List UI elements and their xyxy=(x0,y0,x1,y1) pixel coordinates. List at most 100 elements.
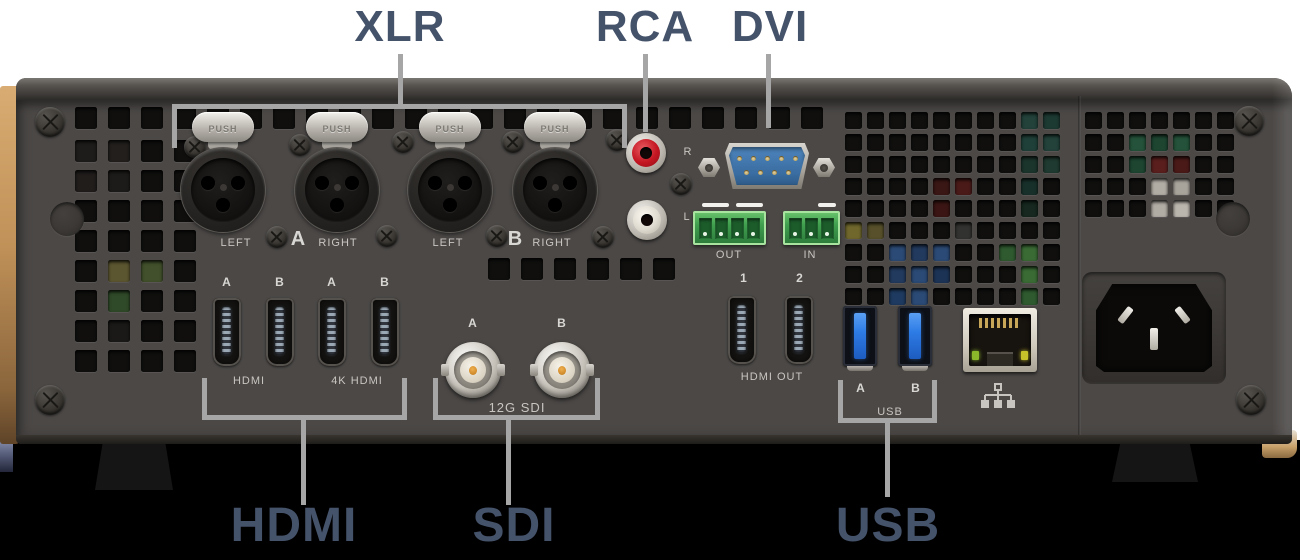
hdmi-in-port-a1 xyxy=(213,298,241,366)
xlr-pin-hole xyxy=(458,176,472,190)
terminal-pin xyxy=(699,218,712,239)
screw xyxy=(1234,106,1264,136)
push-latch: PUSH xyxy=(306,112,368,142)
vent-row-top xyxy=(75,107,691,129)
vent-hole xyxy=(889,178,906,195)
vent-hole xyxy=(174,320,196,342)
panel-seam xyxy=(1078,96,1081,436)
db9-connector-face xyxy=(729,147,805,185)
vent-hole xyxy=(108,230,130,252)
latch-tab xyxy=(208,140,238,150)
ethernet-socket xyxy=(969,314,1031,366)
xlr-pin-hole xyxy=(201,176,215,190)
vent-hole xyxy=(977,266,994,283)
callout-line-usb-stem xyxy=(885,418,890,497)
vent-hole xyxy=(1043,244,1060,261)
vent-hole xyxy=(75,170,97,192)
xlr-body xyxy=(408,148,492,232)
vent-hole xyxy=(845,288,862,305)
callout-line-hdmi-tick-r xyxy=(402,378,407,420)
xlr-pin-hole xyxy=(443,198,457,212)
xlr-socket xyxy=(418,158,482,222)
db9-standoff xyxy=(813,158,835,177)
vent-hole xyxy=(999,222,1016,239)
vent-hole xyxy=(75,107,97,129)
hdmi-slot xyxy=(327,307,336,355)
xlr-socket xyxy=(523,158,587,222)
callout-usb: USB xyxy=(835,499,941,552)
terminal-out-label: OUT xyxy=(715,249,743,261)
vent-hole xyxy=(889,156,906,173)
vent-hole xyxy=(1129,178,1146,195)
vent-hole xyxy=(75,350,97,372)
ethernet-port xyxy=(963,308,1037,372)
xlr-a-left-label: LEFT xyxy=(220,237,252,249)
vent-hole xyxy=(1151,178,1168,195)
xlr-socket xyxy=(305,158,369,222)
ethernet-latch xyxy=(987,352,1013,366)
vent-hole xyxy=(1043,134,1060,151)
vent-hole xyxy=(1043,156,1060,173)
callout-line-rca xyxy=(643,54,648,132)
vent-hole xyxy=(603,107,625,129)
push-latch-label: PUSH xyxy=(208,123,238,134)
ethernet-led-yellow xyxy=(1021,351,1028,360)
callout-line-sdi-tick-l xyxy=(433,378,438,420)
vent-hole xyxy=(174,290,196,312)
vent-hole xyxy=(911,288,928,305)
vent-hole xyxy=(955,222,972,239)
hdmi-out-port-1 xyxy=(728,296,756,364)
rubber-foot-right xyxy=(1112,442,1198,482)
vent-hole xyxy=(1217,134,1234,151)
vent-hole xyxy=(1107,178,1124,195)
usb-port-lip xyxy=(847,366,873,371)
xlr-pin-hole xyxy=(428,176,442,190)
callout-xlr: XLR xyxy=(354,2,446,51)
vent-hole xyxy=(1085,112,1102,129)
ethernet-pins xyxy=(979,318,1021,328)
hdmi-in-port-a2 xyxy=(318,298,346,366)
vent-hole xyxy=(141,200,163,222)
vent-hole xyxy=(141,350,163,372)
hdmi-group-label: HDMI xyxy=(232,375,266,387)
wire-marker xyxy=(736,203,763,207)
db9-pin xyxy=(779,156,784,161)
callout-line-xlr-tick-l xyxy=(172,104,177,148)
usb-b-label: B xyxy=(911,381,921,395)
vent-hole xyxy=(1195,178,1212,195)
vent-hole xyxy=(75,320,97,342)
vent-hole xyxy=(141,290,163,312)
vent-hole xyxy=(1021,288,1038,305)
vent-hole xyxy=(108,140,130,162)
hdmi-out-port-2 xyxy=(785,296,813,364)
bnc-connector-a xyxy=(441,342,505,398)
sdi-b-label: B xyxy=(557,316,567,330)
vent-hole xyxy=(977,134,994,151)
vent-hole xyxy=(174,107,196,129)
vent-hole xyxy=(1085,156,1102,173)
vent-hole xyxy=(867,266,884,283)
vent-hole xyxy=(867,134,884,151)
xlr-pin-hole xyxy=(563,176,577,190)
xlr-body xyxy=(295,148,379,232)
vent-hole xyxy=(889,134,906,151)
callout-line-usb-tick-l xyxy=(838,380,843,423)
vent-hole xyxy=(955,134,972,151)
vent-hole xyxy=(955,266,972,283)
bnc-connector-b xyxy=(530,342,594,398)
vent-hole xyxy=(1021,156,1038,173)
vent-hole xyxy=(141,107,163,129)
hdmi-in-a1-label: A xyxy=(222,275,232,289)
screw xyxy=(502,131,524,153)
vent-hole xyxy=(1173,134,1190,151)
bnc-center-pin xyxy=(469,366,477,375)
screw xyxy=(592,226,614,248)
vent-hole xyxy=(977,288,994,305)
hdmi-slot xyxy=(737,305,746,353)
terminal-pin xyxy=(747,218,760,239)
xlr-center-post xyxy=(220,184,227,191)
vent-hole xyxy=(75,140,97,162)
xlr-pin-hole xyxy=(533,176,547,190)
vent-hole xyxy=(933,266,950,283)
xlr-pin-hole xyxy=(548,198,562,212)
